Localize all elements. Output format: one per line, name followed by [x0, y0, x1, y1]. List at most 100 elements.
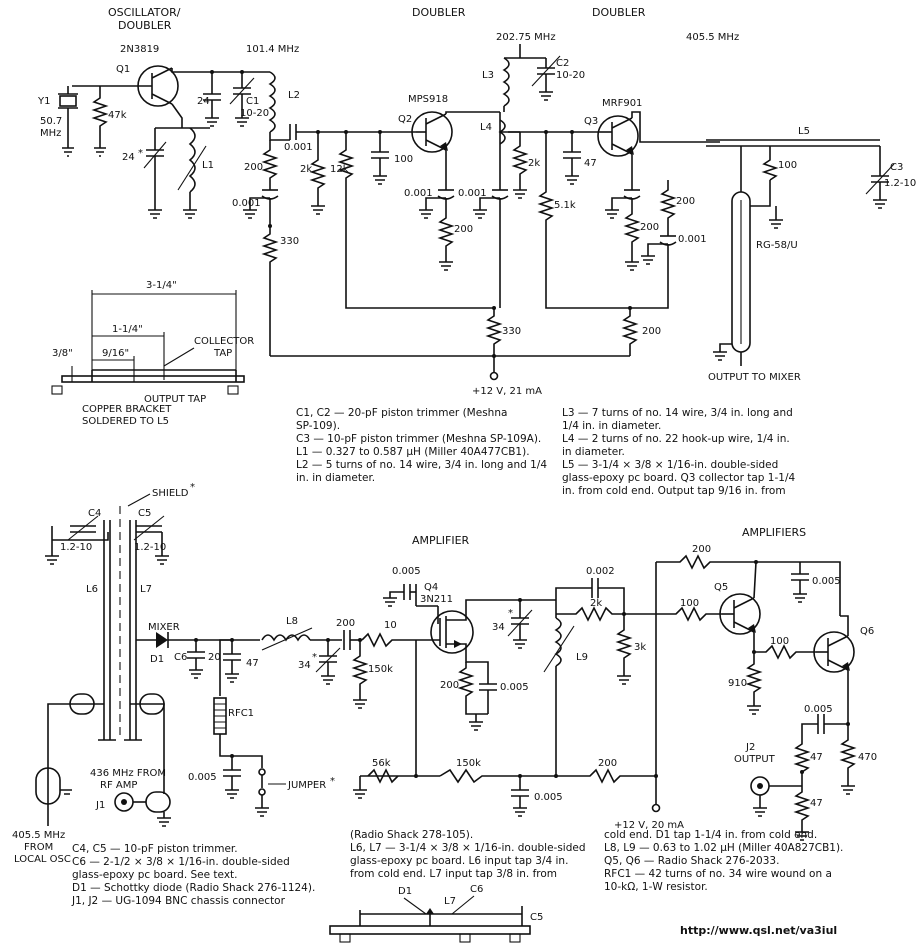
note-line: from cold end. L7 input tap 3/8 in. from [350, 868, 557, 880]
c6-value: 20 [208, 652, 221, 663]
c001e-label: 0.001 [678, 234, 707, 245]
q3-transistor [597, 115, 639, 157]
r100-label: 100 [778, 160, 797, 171]
oscillator-stage: 2N3819 Q1 Y1 50.7 MHz 47k 24 [37, 44, 300, 219]
r12k-label: 12k [330, 164, 349, 175]
local-osc-freq: 405.5 MHz [12, 830, 65, 841]
q6-transistor [813, 631, 855, 673]
c200-label: 200 [336, 618, 355, 629]
input-rf-amp-label: RF AMP [100, 780, 137, 791]
c001d-label: 0.001 [458, 188, 487, 199]
output-to-mixer-label: OUTPUT TO MIXER [708, 372, 801, 383]
note-line: C1, C2 — 20-pF piston trimmer (Meshna [296, 407, 507, 419]
q4-label: Q4 [424, 582, 438, 593]
local-osc-label: LOCAL OSC [14, 854, 71, 865]
amplifiers-q5-q6: 200 0.005 100 Q5 910 100 Q6 [655, 544, 877, 841]
c1-label: C1 [246, 96, 259, 107]
l9-label: L9 [576, 652, 588, 663]
header-amplifier: AMPLIFIER [412, 534, 470, 547]
diode-d1 [156, 632, 168, 648]
supply-terminal-bottom [651, 803, 661, 813]
note-line: L2 — 5 turns of no. 14 wire, 3/4 in. lon… [296, 459, 547, 471]
r150k-b-label: 150k [456, 758, 481, 769]
board-c5-label: C5 [530, 912, 543, 923]
l3-c2-tank: 202.75 MHz L3 C2 10-20 2k [482, 32, 600, 199]
board-d1-label: D1 [398, 886, 412, 897]
d1-label: D1 [150, 654, 164, 665]
header-oscillator: OSCILLATOR/ [108, 6, 181, 19]
c001c-label: 0.001 [404, 188, 433, 199]
header-doubler-1: DOUBLER [412, 6, 466, 19]
r200a-label: 200 [244, 162, 263, 173]
header-amplifiers: AMPLIFIERS [742, 526, 806, 539]
r200d-label: 200 [676, 196, 695, 207]
pc-board [329, 925, 531, 935]
note-line: SP-109). [296, 420, 340, 432]
note-line: L6, L7 — 3-1/4 × 3/8 × 1/16-in. double-s… [350, 842, 586, 854]
note-line: L4 — 2 turns of no. 22 hook-up wire, 1/4… [562, 433, 790, 445]
c5-label: C5 [138, 508, 151, 519]
c24-trim-label: 24 [122, 152, 135, 163]
r47b-label: 47 [810, 798, 823, 809]
c4-value: 1.2-10 [60, 542, 92, 553]
header-doubler-2: DOUBLER [592, 6, 646, 19]
jumper-label: JUMPER [287, 780, 326, 791]
note-line: L3 — 7 turns of no. 14 wire, 3/4 in. lon… [562, 407, 793, 419]
l5-label: L5 [798, 126, 810, 137]
freq-1014: 101.4 MHz [246, 44, 299, 55]
jumper-contact [258, 768, 266, 776]
freq-4055: 405.5 MHz [686, 32, 739, 43]
c100-label: 100 [394, 154, 413, 165]
r56k-label: 56k [372, 758, 391, 769]
board-l7-label: L7 [444, 896, 456, 907]
r470-label: 470 [858, 752, 877, 763]
notes-bottom-mid: (Radio Shack 278-105). L6, L7 — 3-1/4 × … [350, 829, 586, 880]
doubler1-stage: 0.001 200 0.001 330 2k 12k 100 MPS918 Q2 [232, 94, 630, 397]
c34b-label: 34 [492, 622, 505, 633]
q2-part-label: MPS918 [408, 94, 448, 105]
l8-label: L8 [286, 616, 298, 627]
mixer-section: SHIELD * C4 C5 1.2-10 1.2-10 L6 L7 MIXER [45, 482, 412, 817]
q1-label: Q1 [116, 64, 130, 75]
r200s-label: 200 [440, 680, 459, 691]
inductor-l9 [554, 617, 562, 667]
q4-transistor [430, 610, 474, 654]
dim-3-1-4: 3-1/4" [146, 280, 177, 291]
r200e-label: 200 [642, 326, 661, 337]
r200g-label: 200 [692, 544, 711, 555]
asterisk: * [312, 652, 317, 663]
y1-freq: 50.7 [40, 116, 62, 127]
collector-tap-label: COLLECTOR [194, 336, 254, 347]
dim-9-16: 9/16" [102, 348, 129, 359]
l3-label: L3 [482, 70, 494, 81]
l6-label: L6 [86, 584, 98, 595]
q3-label: Q3 [584, 116, 598, 127]
doubler2-stage: 5.1k 47 MRF901 Q3 200 200 0.001 [537, 98, 720, 356]
r200c-label: 200 [640, 222, 659, 233]
freq-20275: 202.75 MHz [496, 32, 556, 43]
r200f-label: 200 [598, 758, 617, 769]
inductor-l3 [502, 57, 510, 107]
note-line: glass-epoxy pc board. Q3 collector tap 1… [562, 472, 795, 484]
output-tap-label: OUTPUT TAP [144, 394, 206, 405]
note-line: L8, L9 — 0.63 to 1.02 µH (Miller 40A827C… [604, 842, 843, 854]
asterisk: * [508, 608, 513, 619]
c001a-label: 0.001 [284, 142, 313, 153]
c24-label: 24 [197, 96, 210, 107]
top-supply-label: +12 V, 21 mA [472, 386, 542, 397]
crystal-y1 [59, 95, 77, 107]
note-line: L5 — 3-1/4 × 3/8 × 1/16-in. double-sided [562, 459, 778, 471]
c2-label: C2 [556, 58, 569, 69]
q6-label: Q6 [860, 626, 874, 637]
c47b-label: 47 [246, 658, 259, 669]
notes-bottom-right: cold end. D1 tap 1-1/4 in. from cold end… [604, 829, 843, 893]
source-url: http://www.qsl.net/va3iul [680, 924, 837, 937]
l5-output-stage: 405.5 MHz L5 100 C3 1.2-10 RG-58/U OUTPU… [686, 32, 916, 383]
c005a-label: 0.005 [188, 772, 217, 783]
note-line: glass-epoxy pc board. See text. [72, 869, 238, 881]
c005e-label: 0.005 [812, 576, 841, 587]
note-line: Q5, Q6 — Radio Shack 276-2033. [604, 855, 779, 867]
note-line: D1 — Schottky diode (Radio Shack 276-112… [72, 882, 315, 894]
amplifier-q4: 0.005 Q4 3N211 200 0.005 34 * [353, 566, 684, 831]
r150k-a-label: 150k [368, 664, 393, 675]
